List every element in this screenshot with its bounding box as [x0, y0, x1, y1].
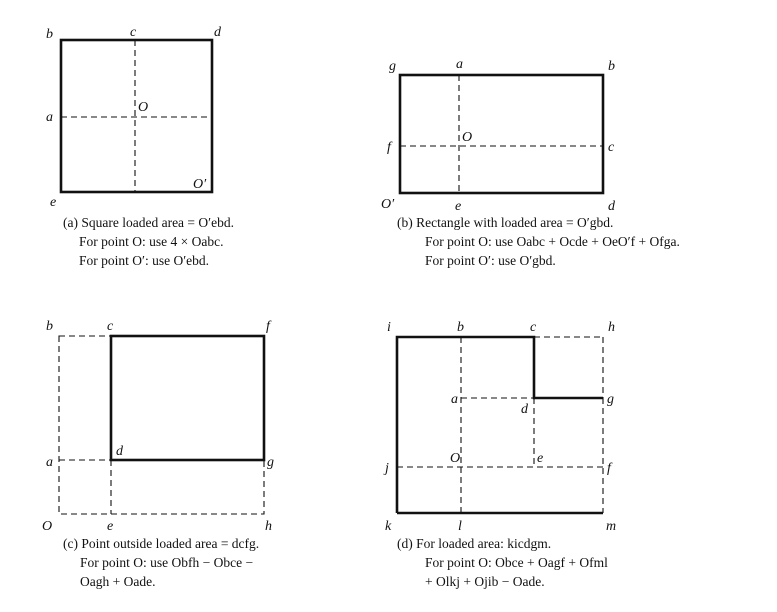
label-a: a [456, 57, 463, 72]
label-e: e [107, 519, 113, 534]
loaded-area-kicdgm [395, 335, 603, 513]
caption-c-line-3: Oagh + Oade. [80, 574, 155, 589]
panel-a: b c d a O e O′ (a) Square loaded area = … [46, 25, 234, 268]
label-h: h [265, 519, 272, 534]
label-c: c [608, 140, 615, 155]
panel-c: b c f a d g O e h (c) Point outside load… [42, 319, 274, 589]
label-c: c [107, 319, 114, 334]
label-O: O [138, 100, 148, 115]
label-d: d [608, 199, 616, 214]
outer-rectangle-obfh [58, 335, 265, 515]
panel-d: i b c h a d g j O e f k l m (d) For load… [383, 320, 616, 589]
label-O: O [450, 451, 460, 466]
caption-c-line-2: For point O: use Obfh − Obce − [80, 555, 253, 570]
label-e: e [455, 199, 461, 214]
rectangle-loaded-area [398, 73, 605, 195]
label-b: b [608, 59, 615, 74]
label-h: h [608, 320, 615, 335]
square-loaded-area [59, 38, 214, 194]
caption-a-line-3: For point O′: use O′ebd. [79, 253, 209, 268]
caption-c-line-1: (c) Point outside loaded area = dcfg. [63, 536, 259, 551]
label-k: k [385, 519, 392, 534]
label-g: g [607, 392, 614, 407]
label-b: b [46, 27, 53, 42]
caption-a-line-2: For point O: use 4 × Oabc. [79, 234, 223, 249]
label-O: O [42, 519, 52, 534]
label-m: m [606, 519, 616, 534]
label-f: f [387, 140, 393, 155]
caption-b-line-3: For point O′: use O′gbd. [425, 253, 556, 268]
label-f: f [266, 319, 272, 334]
loaded-area-dcfg [109, 334, 266, 462]
label-f: f [607, 461, 613, 476]
label-g: g [267, 455, 274, 470]
caption-d-line-3: + Olkj + Ojib − Oade. [425, 574, 545, 589]
label-a: a [46, 110, 53, 125]
label-c: c [530, 320, 537, 335]
label-d: d [116, 444, 124, 459]
label-i: i [387, 320, 391, 335]
label-O: O [462, 130, 472, 145]
caption-b-line-1: (b) Rectangle with loaded area = O′gbd. [397, 215, 613, 230]
caption-d-line-2: For point O: Obce + Oagf + Ofml [425, 555, 608, 570]
label-l: l [458, 519, 462, 534]
caption-d-line-1: (d) For loaded area: kicdgm. [397, 536, 551, 551]
label-a: a [46, 455, 53, 470]
label-b: b [457, 320, 464, 335]
label-e: e [50, 195, 56, 210]
label-c: c [130, 25, 137, 40]
label-a: a [451, 392, 458, 407]
label-O-prime: O′ [193, 177, 207, 192]
panel-b: g a b f O c O′ e d (b) Rectangle with lo… [381, 57, 680, 268]
label-O-prime: O′ [381, 197, 395, 212]
label-j: j [383, 461, 389, 476]
label-b: b [46, 319, 53, 334]
label-d: d [214, 25, 222, 40]
label-d: d [521, 402, 529, 417]
label-e: e [537, 451, 543, 466]
caption-a-line-1: (a) Square loaded area = O′ebd. [63, 215, 234, 230]
caption-b-line-2: For point O: use Oabc + Ocde + OeO′f + O… [425, 234, 680, 249]
label-g: g [389, 59, 396, 74]
